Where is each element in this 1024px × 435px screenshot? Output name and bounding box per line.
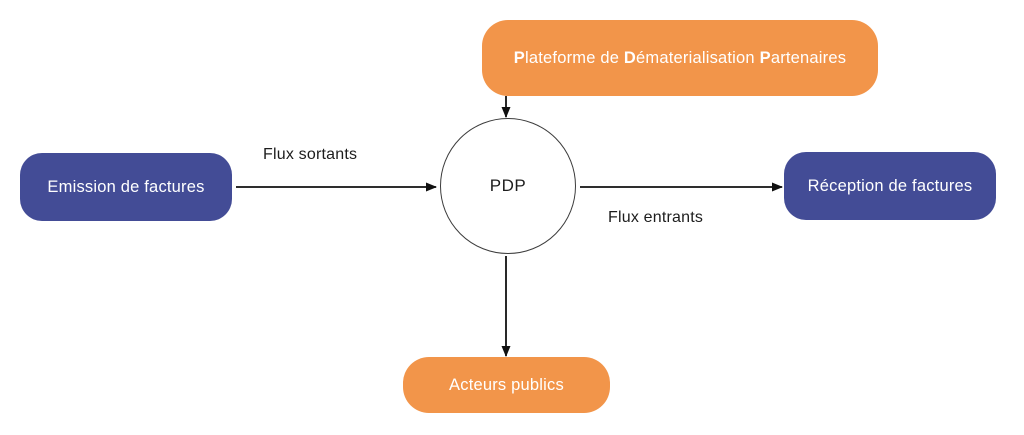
node-reception-label: Réception de factures — [807, 176, 973, 195]
node-reception-de-factures[interactable]: Réception de factures — [784, 152, 996, 220]
node-emission-de-factures[interactable]: Emission de factures — [20, 153, 232, 221]
node-emission-label: Emission de factures — [47, 177, 205, 196]
node-pdp-label: PDP — [489, 176, 527, 195]
node-plateforme-label: Plateforme de Dématerialisation Partenai… — [500, 48, 860, 69]
edge-label-flux-sortants: Flux sortants — [263, 146, 358, 163]
node-plateforme-text-1: lateforme de — [525, 48, 624, 67]
node-acteurs-label: Acteurs publics — [449, 375, 564, 394]
node-pdp-circle[interactable]: PDP — [440, 118, 576, 254]
node-plateforme-text-3: artenaires — [770, 48, 847, 67]
acronym-letter-d: D — [623, 48, 637, 67]
node-plateforme-de-dematerialisation-partenaires[interactable]: Plateforme de Dématerialisation Partenai… — [482, 20, 878, 96]
edge-label-flux-entrants: Flux entrants — [608, 209, 704, 226]
acronym-letter-p1: P — [513, 48, 526, 67]
node-plateforme-text-2: ématerialisation — [636, 48, 760, 67]
node-acteurs-publics[interactable]: Acteurs publics — [403, 357, 610, 413]
acronym-letter-p2: P — [759, 48, 771, 67]
